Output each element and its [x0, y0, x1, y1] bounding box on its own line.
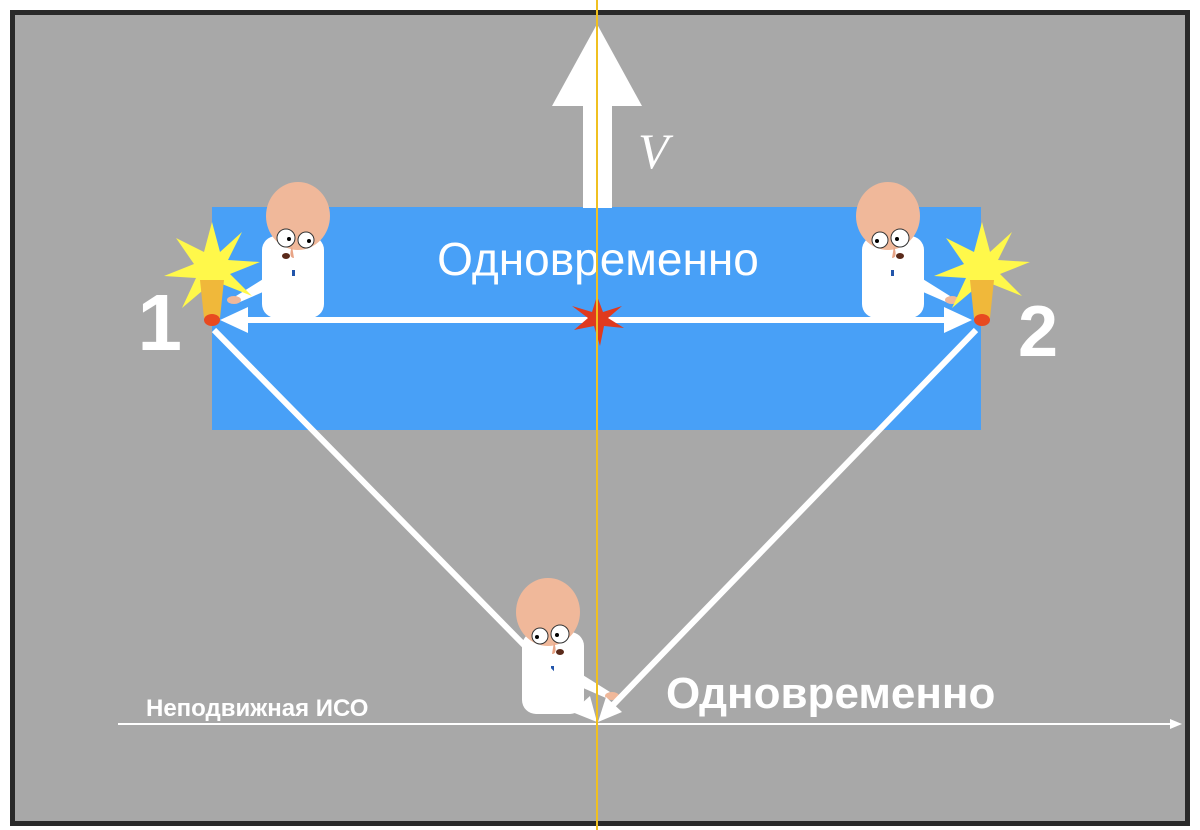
event-2-label: 2 [1018, 292, 1058, 372]
axis-arrowhead [1170, 719, 1182, 729]
velocity-label: V [638, 123, 674, 179]
light-arrows-horizontal [220, 307, 972, 333]
frame-label: Неподвижная ИСО [146, 695, 368, 722]
light-arrows-diagonal [211, 327, 979, 722]
event-1-label: 1 [138, 278, 183, 367]
stationary-label: Одновременно [666, 669, 995, 718]
